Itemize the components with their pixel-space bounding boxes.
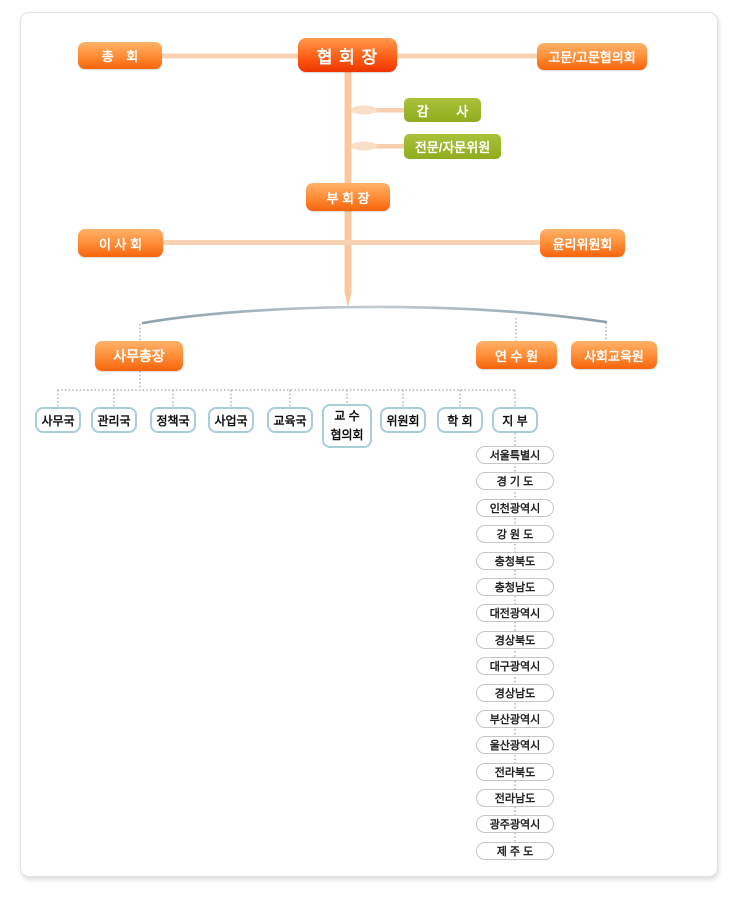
branch-node: 강 원 도	[476, 525, 554, 544]
branch-node: 경상북도	[476, 630, 554, 649]
node-ethics-committee: 윤리위원회	[540, 229, 625, 257]
node-board-of-directors: 이 사 회	[78, 229, 163, 257]
dotted-connectors	[57, 318, 607, 844]
node-advisors: 고문/고문협의회	[537, 43, 647, 70]
peach-connectors	[161, 53, 540, 308]
node-social-education-institute: 사회교육원	[571, 341, 657, 369]
node-vice-president: 부 회 장	[306, 183, 390, 211]
branch-node: 제 주 도	[476, 841, 554, 860]
branch-node: 부산광역시	[476, 709, 554, 728]
node-general-assembly: 총 회	[78, 42, 162, 69]
node-dept-administration: 관리국	[91, 407, 137, 433]
node-dept-branches: 지 부	[492, 407, 538, 433]
node-president: 협 회 장	[298, 38, 397, 72]
node-expert-advisory: 전문/자문위원	[404, 134, 501, 159]
branch-node: 인천광역시	[476, 498, 554, 517]
node-dept-academic-society: 학 회	[437, 407, 483, 433]
node-secretary-general: 사무총장	[95, 341, 183, 371]
branch-node: 대구광역시	[476, 657, 554, 676]
branch-node: 충청남도	[476, 577, 554, 596]
node-audit: 감 사	[404, 98, 481, 122]
node-dept-committee: 위원회	[380, 407, 426, 433]
branch-node: 광주광역시	[476, 815, 554, 834]
node-dept-professor-council: 교 수 협의회	[322, 404, 372, 448]
node-dept-business: 사업국	[208, 407, 254, 433]
node-dept-secretariat-office: 사무국	[35, 407, 81, 433]
arc-connector	[141, 305, 608, 325]
branch-node: 서울특별시	[476, 446, 554, 464]
branch-node: 경 기 도	[476, 472, 554, 491]
branch-node: 경상남도	[476, 683, 554, 702]
node-dept-education: 교육국	[267, 407, 313, 433]
branch-node: 울산광역시	[476, 736, 554, 755]
branch-node: 충청북도	[476, 551, 554, 570]
node-dept-policy: 정책국	[150, 407, 196, 433]
branch-node: 전라북도	[476, 762, 554, 781]
branch-node: 대전광역시	[476, 604, 554, 623]
branch-node: 전라남도	[476, 789, 554, 808]
node-training-institute: 연 수 원	[476, 341, 557, 369]
